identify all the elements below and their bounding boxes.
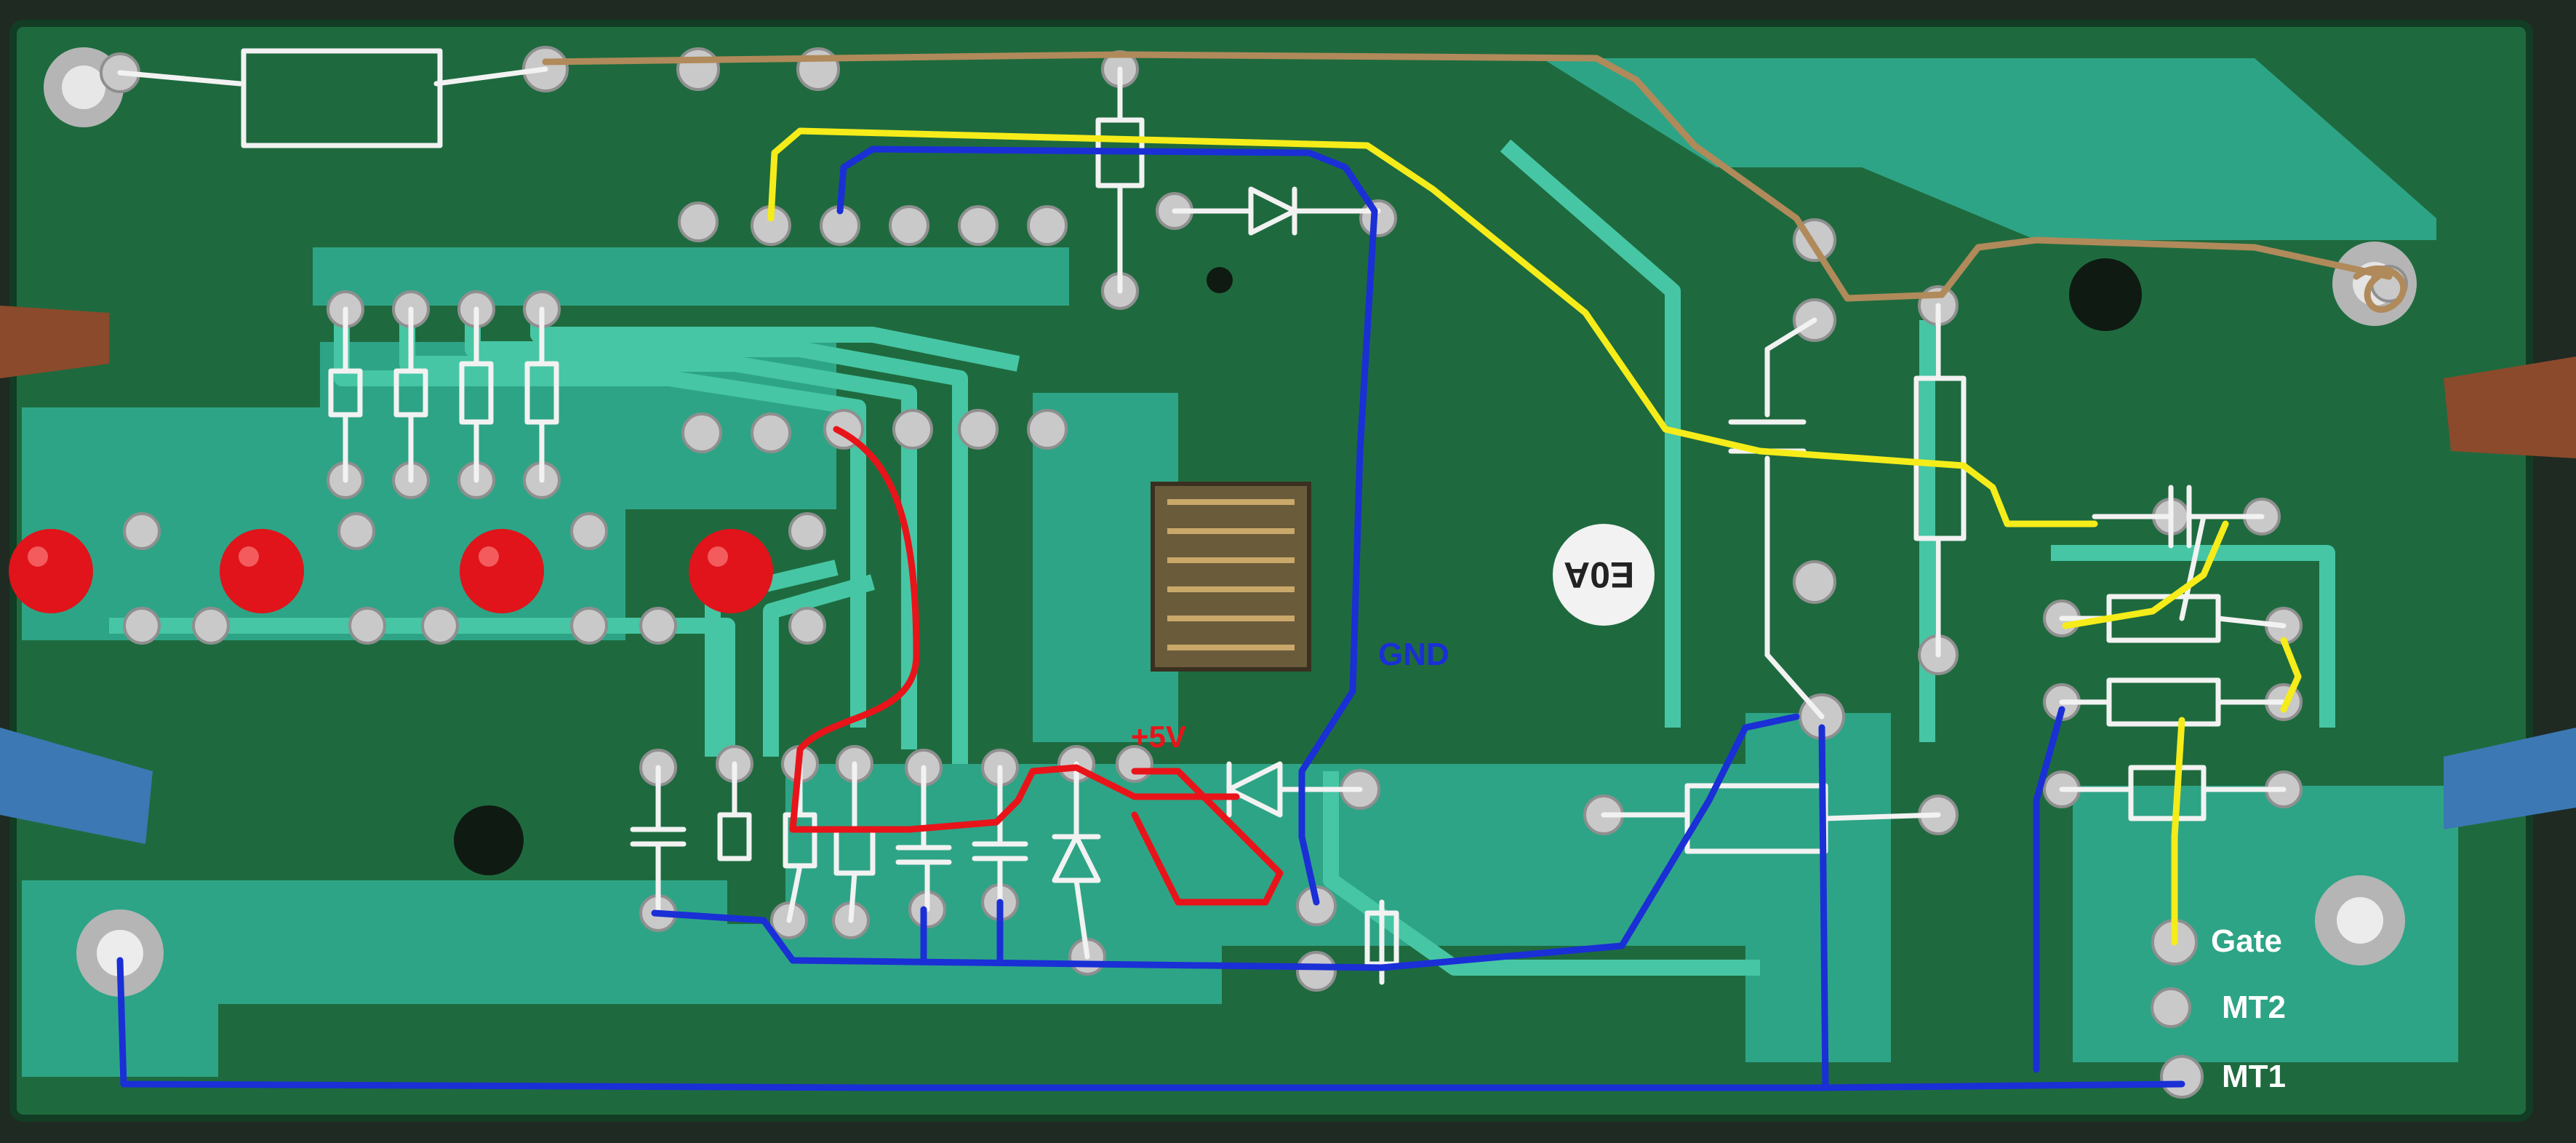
led-4 (689, 529, 773, 613)
through-hole (454, 805, 524, 875)
wire-blue-right (2444, 728, 2576, 829)
led-3 (460, 529, 544, 613)
external-wires (0, 306, 2576, 844)
mt1-label: MT1 (2222, 1059, 2286, 1094)
overlay-blue-gnd (116, 146, 2185, 1091)
gnd-label: GND (1378, 637, 1449, 672)
sticker-text: E0A (1564, 554, 1635, 595)
moisture-sensor-pad (1151, 482, 1311, 672)
overlay-yellow-wire (767, 127, 2302, 946)
sticker (1553, 524, 1655, 626)
led-2 (220, 529, 304, 613)
plus-5v-label: +5V (1131, 720, 1186, 754)
leds (9, 529, 773, 613)
wire-brown-left (0, 306, 109, 378)
overlay-tan-wire (542, 51, 2407, 313)
overlay-red-5v (789, 426, 1284, 906)
mounting-holes (44, 47, 2417, 997)
gate-label: Gate (2211, 923, 2282, 959)
wire-brown-right (2444, 357, 2576, 458)
through-hole (2069, 258, 2142, 331)
wire-blue-left (0, 728, 153, 844)
led-1 (9, 529, 93, 613)
through-hole (1207, 267, 1233, 293)
mt2-label: MT2 (2222, 989, 2286, 1025)
